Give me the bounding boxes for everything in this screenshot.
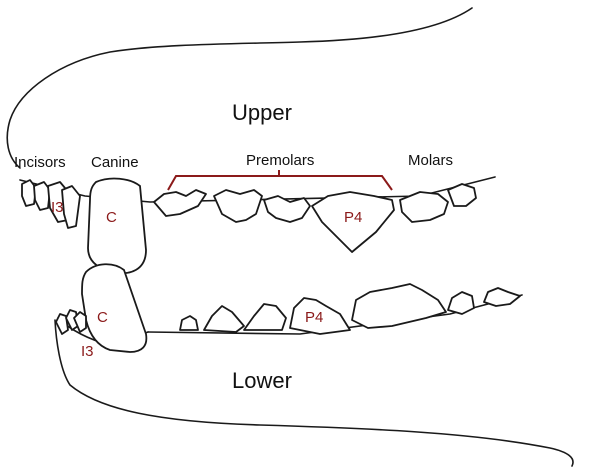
canine-label: Canine [91,154,139,171]
lower-p4-label: P4 [305,309,323,326]
lower-premolar-2 [204,306,244,332]
lower-jaw-label: Lower [232,368,292,393]
upper-premolar-1 [154,190,206,216]
upper-canine-label: C [106,209,117,226]
upper-premolar-2 [214,190,262,222]
upper-incisor-4 [62,186,80,228]
lower-premolar-3 [244,304,286,330]
upper-jaw-outline [7,8,472,168]
upper-canine [88,179,146,274]
upper-jaw-label: Upper [232,100,292,125]
lower-molar-3 [484,288,520,306]
premolars-label: Premolars [246,152,314,169]
lower-premolar-1 [180,316,198,330]
upper-i3-label: I3 [51,199,64,216]
incisors-label: Incisors [14,154,66,171]
lower-carnassial-molar [352,284,446,328]
lower-canine-label: C [97,309,108,326]
premolars-bracket [168,170,392,190]
lower-i3-label: I3 [81,343,94,360]
upper-p4-label: P4 [344,209,362,226]
upper-premolar-3 [264,196,310,222]
upper-molar-1 [400,192,448,222]
lower-incisor-3 [74,312,86,332]
upper-molar-2 [448,184,476,206]
molars-label: Molars [408,152,453,169]
lower-molar-2 [448,292,474,314]
